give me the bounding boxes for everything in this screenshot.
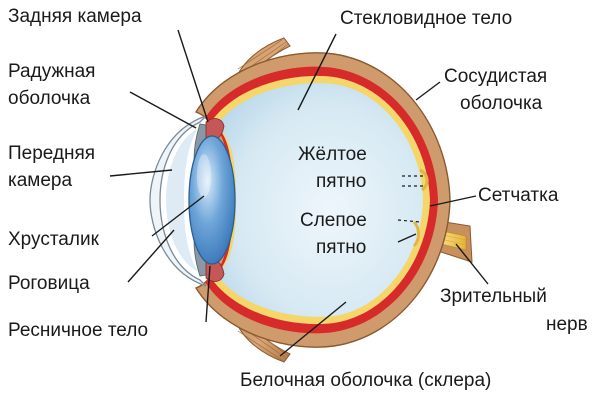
label-retina: Сетчатка (478, 185, 559, 206)
label-ciliary-body: Ресничное тело (8, 320, 148, 341)
label-macula-line2: пятно (316, 171, 366, 192)
label-iris-line2: оболочка (8, 88, 91, 109)
cornea (149, 115, 207, 287)
label-macula-line1: Жёлтое (298, 144, 367, 165)
lens (188, 135, 236, 265)
label-anterior-chamber-line1: Передняя (8, 143, 95, 164)
label-vitreous-body: Стекловидное тело (340, 8, 512, 29)
lens-highlight (197, 154, 211, 198)
vitreous-body (216, 83, 423, 317)
label-blind-spot-line2: пятно (316, 237, 366, 258)
label-posterior-chamber: Задняя камера (8, 6, 142, 27)
label-choroid-line1: Сосудистая (444, 66, 547, 87)
label-choroid-line2: оболочка (460, 93, 543, 114)
label-lens: Хрусталик (8, 229, 100, 250)
blind-spot-mark (412, 220, 420, 248)
label-anterior-chamber-line2: камера (8, 170, 72, 191)
label-iris-line1: Радужная (8, 61, 95, 82)
anterior-chamber (166, 128, 198, 272)
label-sclera: Белочная оболочка (склера) (240, 370, 491, 391)
label-optic-nerve-line1: Зрительный (440, 286, 547, 307)
macula-mark (419, 168, 429, 192)
label-cornea: Роговица (8, 273, 90, 294)
leader-lines (109, 29, 489, 357)
label-optic-nerve-line2: нерв (546, 314, 588, 335)
label-blind-spot-line1: Слепое (300, 210, 367, 231)
